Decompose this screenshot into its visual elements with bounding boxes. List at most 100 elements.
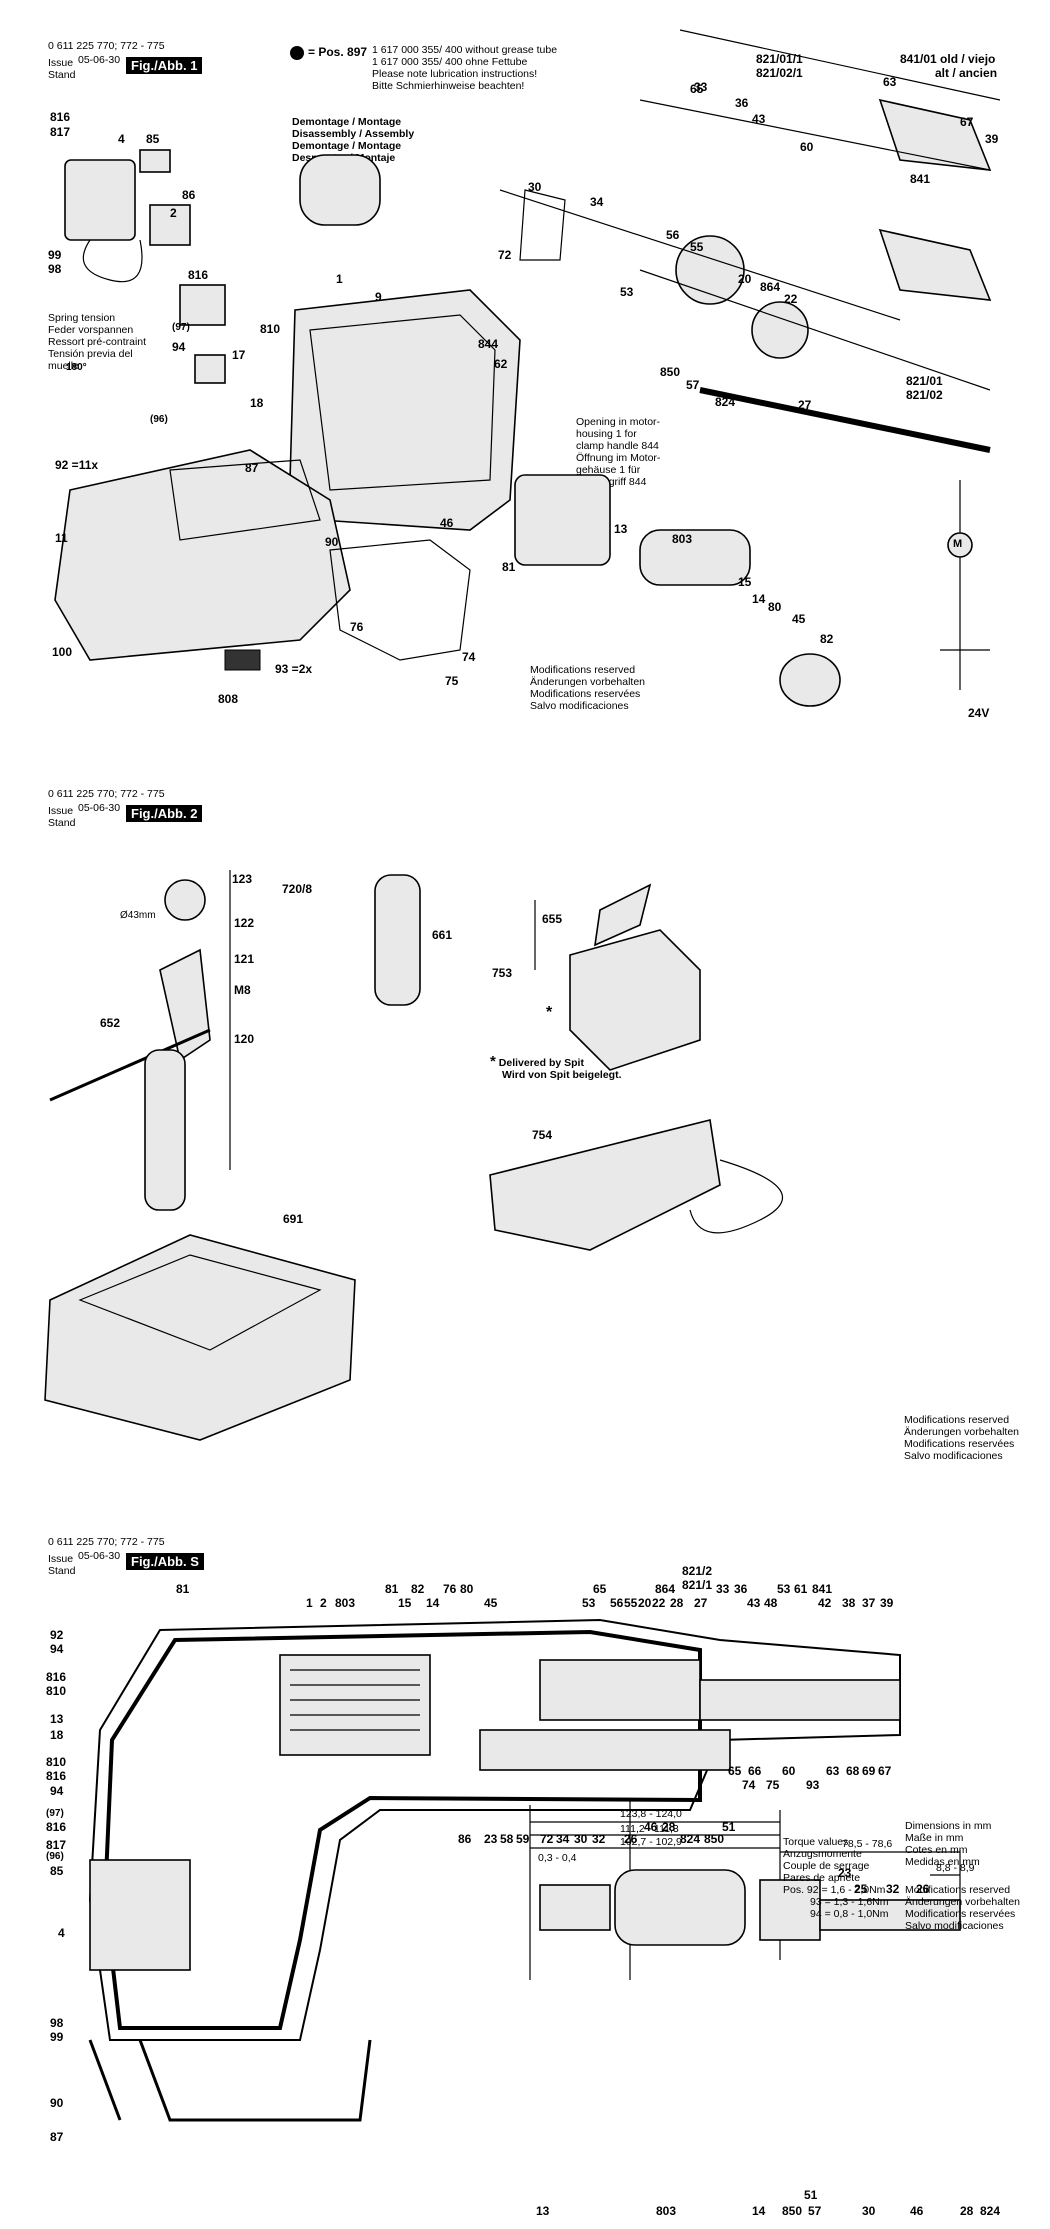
clamp-handle-shape — [519, 189, 566, 261]
part-label: 51 — [722, 1820, 736, 1834]
part-label: 810 — [260, 322, 281, 336]
part-label: 74 — [462, 650, 476, 664]
part-label: 30 — [574, 1832, 588, 1846]
part-label: 808 — [218, 692, 239, 706]
part-label: 22 — [784, 292, 798, 306]
part-label: 691 — [283, 1212, 304, 1226]
part-label: 1 — [306, 1596, 313, 1610]
clamp-knob-shape — [299, 154, 381, 226]
part-label: 94 — [172, 340, 186, 354]
housing-fins — [169, 459, 321, 541]
opening-line: housing 1 for — [576, 428, 637, 440]
part-label: 93 =2x — [275, 662, 313, 676]
part-label: 46 — [910, 2204, 924, 2218]
part-label: 15 — [398, 1596, 412, 1610]
part-label: 9 — [375, 290, 382, 304]
part-label: 81 — [385, 1582, 399, 1596]
issue-date: 05-06-30 — [78, 802, 121, 814]
part-label: 821/02 — [906, 388, 943, 402]
accessories-drawing — [44, 870, 783, 1441]
gear-shape — [751, 301, 809, 359]
part-label: 80 — [460, 1582, 474, 1596]
carrying-case-shape — [44, 1234, 356, 1441]
doc-number: 0 611 225 770; 772 - 775 — [48, 788, 165, 800]
part-label: 14 — [426, 1596, 440, 1610]
part-label: (97) — [46, 1808, 64, 1819]
part-label: 821/01 — [906, 374, 943, 388]
modifications-line: Salvo modificaciones — [530, 700, 629, 712]
bullet-icon — [290, 46, 304, 60]
part-label: 27 — [798, 398, 812, 412]
motor-housing-inner — [309, 314, 496, 491]
spring-note: Spring tension Feder vorspannen Ressort … — [48, 312, 146, 372]
part-label: 821/1 — [682, 1578, 713, 1592]
handle-back — [88, 2039, 122, 2121]
fig-label: Fig./Abb. 1 — [126, 57, 203, 74]
part-label: 18 — [50, 1728, 64, 1742]
part-label: 816 — [50, 110, 71, 124]
fig-label: Fig./Abb. S — [126, 1553, 204, 1570]
part-label: 99 — [50, 2030, 64, 2044]
part-label: 61 — [794, 1582, 808, 1596]
pos-note: = Pos. 897 — [290, 46, 367, 60]
part-label: 13 — [536, 2204, 550, 2218]
part-label: 23 — [484, 1832, 498, 1846]
part-label: 13 — [614, 522, 628, 536]
part-label: 33 — [694, 80, 708, 94]
dimension-value: 8,8 - 8,9 — [936, 1862, 975, 1874]
modifications-line: Modifications reserved — [530, 664, 636, 676]
part-label: 34 — [590, 195, 604, 209]
switch-block-shape — [149, 204, 191, 246]
housing-shape — [54, 449, 351, 661]
depth-stop-shape — [164, 879, 206, 921]
torque-line: Anzugsmomente — [783, 1848, 862, 1860]
part-label: 98 — [50, 2016, 64, 2030]
part-label: 66 — [748, 1764, 762, 1778]
part-label: 63 — [883, 75, 897, 89]
modifications-line: Modifications reservées — [530, 688, 641, 700]
part-label: 4 — [118, 132, 125, 146]
dimension-value: 78,5 - 78,6 — [842, 1838, 893, 1850]
modifications-line: Salvo modificaciones — [904, 1450, 1003, 1462]
part-label: 93 — [806, 1778, 820, 1792]
demontage-line: Demontage / Montage — [292, 116, 402, 128]
spring-line: Feder vorspannen — [48, 324, 134, 336]
part-label: 87 — [245, 461, 259, 475]
part-label: 53 — [582, 1596, 596, 1610]
part-label: 75 — [445, 674, 459, 688]
dimensions-line: Cotes en mm — [905, 1844, 968, 1856]
part-label: 59 — [516, 1832, 530, 1846]
dimension-value: 0,3 - 0,4 — [538, 1852, 577, 1864]
part-label: 821/01/1 — [756, 52, 803, 66]
part-label: 23 — [838, 1866, 852, 1880]
asterisk-icon: * — [546, 1004, 553, 1021]
part-label: 803 — [656, 2204, 677, 2218]
commutator-detail-shape — [539, 1884, 611, 1931]
demontage-line: Disassembly / Assembly — [292, 128, 415, 140]
spring-line: muelle — [48, 360, 79, 372]
dimension-value: 123,8 - 124,0 — [620, 1808, 682, 1820]
part-label: (97) — [172, 322, 190, 333]
modifications-line: Änderungen vorbehalten — [530, 676, 646, 688]
part-label: 69 — [862, 1764, 876, 1778]
carrying-case-lid — [78, 1254, 322, 1351]
part-label: 87 — [50, 2130, 64, 2144]
opening-line: Öffnung im Motor- — [576, 452, 661, 464]
sheet-header: 0 611 225 770; 772 - 775 05-06-30 — [48, 1536, 165, 1562]
sheet-header: 0 611 225 770; 772 - 775 05-06-30 — [48, 40, 165, 66]
part-label: (96) — [46, 1851, 64, 1862]
demontage-line: Demontage / Montage — [292, 140, 402, 152]
part-label: 821/2 — [682, 1564, 713, 1578]
part-label: 850 — [704, 1832, 725, 1846]
chuck-shape — [878, 228, 992, 301]
modifications-line: Salvo modificaciones — [905, 1920, 1004, 1932]
part-label: 56 — [666, 228, 680, 242]
explode-line — [639, 99, 991, 171]
armature-detail-shape — [614, 1869, 746, 1946]
part-label: 82 — [820, 632, 834, 646]
part-label: 123 — [232, 872, 253, 886]
doc-number: 0 611 225 770; 772 - 775 — [48, 40, 165, 52]
